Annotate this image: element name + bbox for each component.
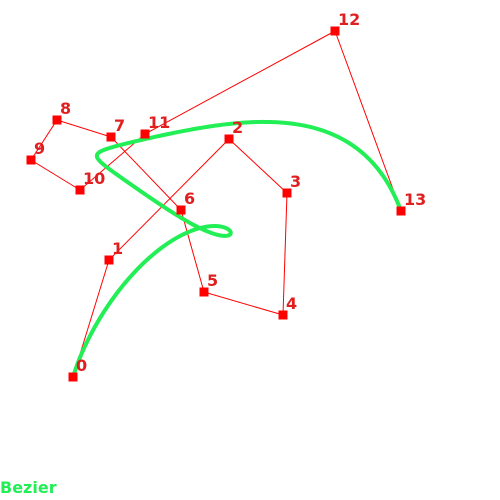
control-point-label: 0: [76, 356, 87, 375]
polygon-segment: [228, 138, 288, 194]
control-point[interactable]: [104, 255, 114, 265]
control-points: [26, 26, 406, 382]
control-point[interactable]: [224, 134, 234, 144]
control-point[interactable]: [176, 205, 186, 215]
control-point-label: 9: [34, 139, 45, 158]
polygon-segment: [203, 291, 284, 316]
control-point-label: 5: [207, 271, 218, 290]
control-point[interactable]: [75, 185, 85, 195]
control-point-label: 2: [232, 118, 243, 137]
control-point-label: 4: [286, 294, 297, 313]
polygon-segment: [334, 30, 402, 212]
polygon-segment: [56, 119, 112, 138]
control-point[interactable]: [26, 155, 36, 165]
polygon-segment: [110, 136, 182, 211]
control-point[interactable]: [68, 372, 78, 382]
polygon-segment: [30, 159, 81, 191]
control-point-label: 3: [290, 172, 301, 191]
control-point[interactable]: [199, 287, 209, 297]
control-point[interactable]: [52, 115, 62, 125]
control-point[interactable]: [396, 206, 406, 216]
control-point-label: 12: [338, 10, 360, 29]
polygon-segment: [144, 30, 336, 135]
polygon-segment: [30, 119, 58, 161]
control-point-label: 13: [404, 190, 426, 209]
polygon-segment: [282, 192, 288, 316]
bezier-curve: [71, 119, 403, 379]
control-point-label: 6: [184, 189, 195, 208]
polygon-segment: [180, 209, 205, 293]
control-point[interactable]: [140, 129, 150, 139]
control-point[interactable]: [282, 188, 292, 198]
polygon-segment: [108, 138, 230, 261]
control-point-label: 10: [83, 169, 105, 188]
bezier-curve-layer: [71, 119, 403, 379]
control-point[interactable]: [278, 310, 288, 320]
control-point-label: 8: [60, 99, 71, 118]
control-point-label: 11: [148, 113, 170, 132]
control-point[interactable]: [330, 26, 340, 36]
control-point-label: 1: [112, 239, 123, 258]
control-point-label: 7: [114, 116, 125, 135]
control-point[interactable]: [106, 132, 116, 142]
caption-label: Bezier: [0, 478, 57, 497]
control-polygon: [30, 30, 402, 378]
